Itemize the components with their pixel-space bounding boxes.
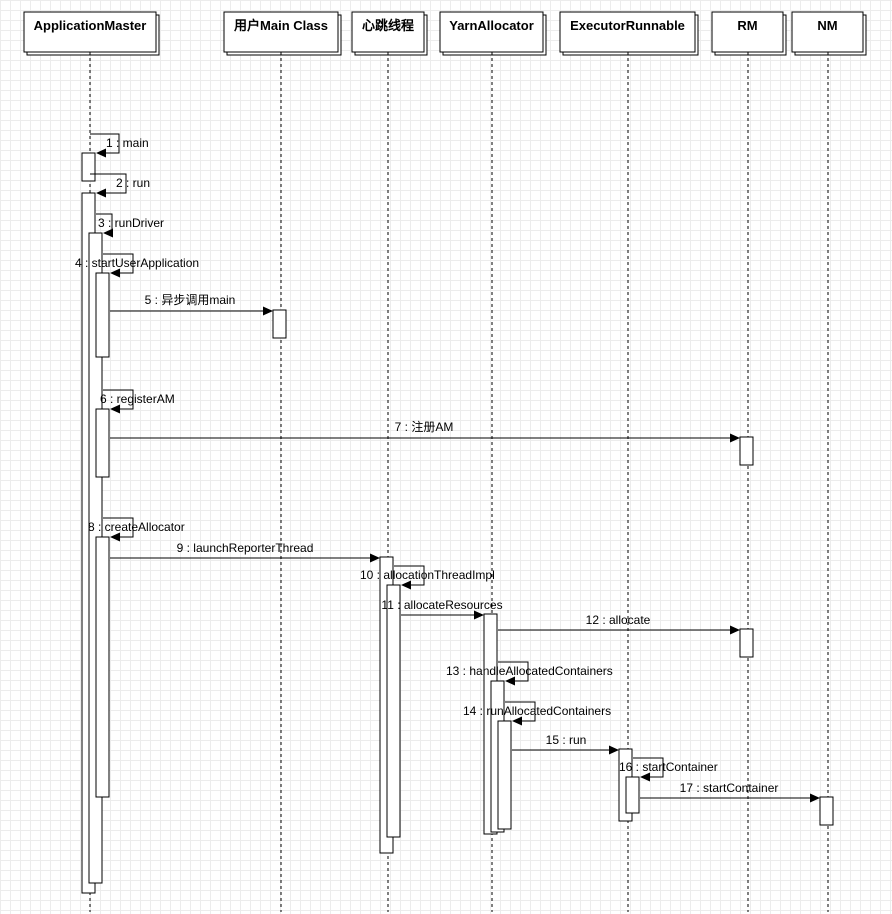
message-16: 16 : startContainer bbox=[619, 757, 718, 782]
message-label: 3 : runDriver bbox=[98, 216, 164, 230]
message-14: 14 : runAllocatedContainers bbox=[463, 701, 611, 726]
message-label: 2 : run bbox=[116, 176, 150, 190]
lifeline-label: RM bbox=[737, 18, 757, 33]
message-11: 11 : allocateResources bbox=[381, 598, 503, 620]
message-label: 8 : createAllocator bbox=[88, 520, 185, 534]
lifeline-box bbox=[23, 11, 157, 53]
activation-bar-am bbox=[81, 152, 96, 182]
self-message-line bbox=[394, 565, 425, 586]
arrowhead bbox=[96, 188, 106, 198]
lifeline-label: ExecutorRunnable bbox=[570, 18, 685, 33]
self-message-line bbox=[103, 253, 134, 274]
message-17: 17 : startContainer bbox=[640, 781, 820, 803]
message-5: 5 : 异步调用main bbox=[110, 293, 273, 316]
message-6: 6 : registerAM bbox=[100, 389, 175, 414]
arrowhead bbox=[810, 793, 820, 803]
arrowhead bbox=[730, 433, 740, 443]
lifeline-label: ApplicationMaster bbox=[34, 18, 147, 33]
message-label: 9 : launchReporterThread bbox=[177, 541, 314, 555]
arrowhead bbox=[370, 553, 380, 563]
arrowhead bbox=[103, 228, 113, 238]
activation-bar-rm bbox=[739, 436, 754, 466]
lifeline-label: NM bbox=[817, 18, 837, 33]
lifeline-box bbox=[791, 11, 864, 53]
activation-bar-hb bbox=[386, 584, 401, 838]
self-message-line bbox=[505, 701, 536, 722]
self-message-line bbox=[103, 389, 134, 410]
arrowhead bbox=[263, 306, 273, 316]
message-label: 15 : run bbox=[546, 733, 587, 747]
self-message-line bbox=[103, 517, 134, 538]
arrowhead bbox=[110, 268, 120, 278]
lifeline-nm: NM bbox=[791, 11, 867, 56]
arrowhead bbox=[110, 532, 120, 542]
lifeline-am: ApplicationMaster bbox=[23, 11, 160, 56]
arrowhead bbox=[505, 676, 515, 686]
activation-bar-er bbox=[625, 776, 640, 814]
activation-bar-umc bbox=[272, 309, 287, 339]
lifeline-rm: RM bbox=[711, 11, 787, 56]
lifeline-umc: 用户Main Class bbox=[223, 11, 342, 56]
message-10: 10 : allocationThreadImpl bbox=[360, 565, 495, 590]
message-7: 7 : 注册AM bbox=[110, 419, 740, 443]
message-label: 4 : startUserApplication bbox=[75, 256, 199, 270]
arrowhead bbox=[730, 625, 740, 635]
activation-bar-am bbox=[95, 408, 110, 478]
self-message-line bbox=[90, 173, 127, 194]
message-9: 9 : launchReporterThread bbox=[110, 541, 380, 563]
lifeline-box bbox=[351, 11, 425, 53]
activation-bar-rm bbox=[739, 628, 754, 658]
message-8: 8 : createAllocator bbox=[88, 517, 185, 542]
arrowhead bbox=[512, 716, 522, 726]
lifeline-box bbox=[439, 11, 544, 53]
arrowhead bbox=[609, 745, 619, 755]
lifeline-label: 用户Main Class bbox=[233, 18, 328, 33]
lifeline-hb: 心跳线程 bbox=[351, 11, 428, 56]
message-4: 4 : startUserApplication bbox=[75, 253, 199, 278]
message-label: 10 : allocationThreadImpl bbox=[360, 568, 495, 582]
message-label: 17 : startContainer bbox=[680, 781, 779, 795]
message-label: 12 : allocate bbox=[586, 613, 651, 627]
message-label: 11 : allocateResources bbox=[381, 598, 502, 612]
activation-bar-am bbox=[95, 272, 110, 358]
message-label: 13 : handleAllocatedContainers bbox=[446, 664, 613, 678]
lifeline-box bbox=[559, 11, 696, 53]
lifeline-er: ExecutorRunnable bbox=[559, 11, 699, 56]
lifeline-label: YarnAllocator bbox=[449, 18, 534, 33]
message-label: 6 : registerAM bbox=[100, 392, 175, 406]
activation-bar-am bbox=[95, 536, 110, 798]
arrowhead bbox=[110, 404, 120, 414]
message-label: 7 : 注册AM bbox=[395, 419, 454, 434]
message-label: 16 : startContainer bbox=[619, 760, 718, 774]
message-1: 1 : main bbox=[90, 133, 149, 158]
arrowhead bbox=[401, 580, 411, 590]
arrowhead bbox=[96, 148, 106, 158]
arrowhead bbox=[640, 772, 650, 782]
lifeline-ya: YarnAllocator bbox=[439, 11, 547, 56]
activation-bar-ya bbox=[497, 720, 512, 830]
message-label: 5 : 异步调用main bbox=[145, 293, 236, 307]
message-2: 2 : run bbox=[90, 173, 150, 198]
message-13: 13 : handleAllocatedContainers bbox=[446, 661, 613, 686]
activation-bar-nm bbox=[819, 796, 834, 826]
message-3: 3 : runDriver bbox=[96, 213, 164, 238]
message-label: 14 : runAllocatedContainers bbox=[463, 704, 611, 718]
message-12: 12 : allocate bbox=[498, 613, 740, 635]
arrowhead bbox=[474, 610, 484, 620]
self-message-line bbox=[498, 661, 529, 682]
message-label: 1 : main bbox=[106, 136, 149, 150]
self-message-line bbox=[633, 757, 664, 778]
self-message-line bbox=[90, 133, 120, 154]
lifeline-box bbox=[711, 11, 784, 53]
lifeline-label: 心跳线程 bbox=[362, 18, 414, 33]
message-15: 15 : run bbox=[512, 733, 619, 755]
